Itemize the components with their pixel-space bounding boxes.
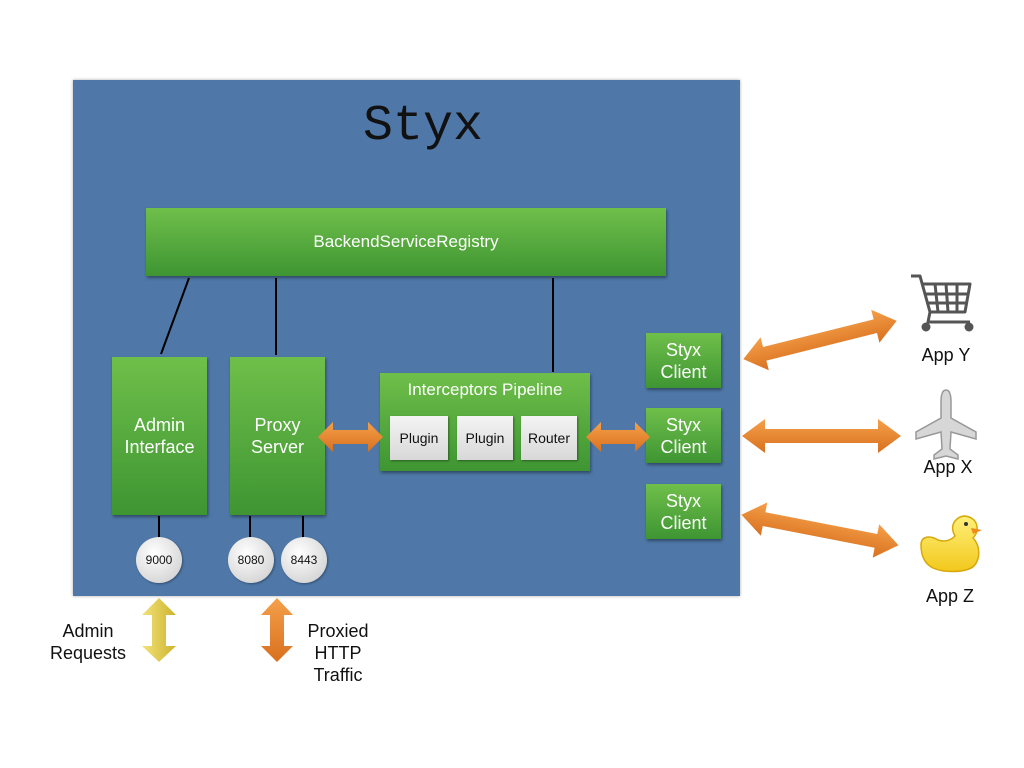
airplane-icon xyxy=(915,389,977,460)
admin-port: 9000 xyxy=(136,537,182,583)
double-arrow xyxy=(742,419,901,453)
admin-requests-line2: Requests xyxy=(49,643,127,663)
shopping-cart-icon xyxy=(911,274,974,332)
diagram-title: Styx xyxy=(362,98,484,155)
backend-service-registry: BackendServiceRegistry xyxy=(146,208,666,276)
admin-interface-line1: Admin xyxy=(133,415,185,435)
proxy-server-line1: Proxy xyxy=(254,415,301,435)
rubber-duck-icon xyxy=(920,515,982,573)
plugin-box: Plugin xyxy=(457,416,513,460)
client-line2: Client xyxy=(660,512,707,533)
plugin-box: Plugin xyxy=(390,416,448,460)
double-arrow xyxy=(743,309,897,371)
app-y-label: App Y xyxy=(921,345,971,365)
app-z-label: App Z xyxy=(925,586,975,606)
admin-interface-line2: Interface xyxy=(124,437,195,457)
proxied-traffic-arrow xyxy=(261,598,293,662)
router-box: Router xyxy=(521,416,577,460)
app-x-label: App X xyxy=(923,457,973,477)
https-port: 8443 xyxy=(281,537,327,583)
client-line1: Styx xyxy=(665,339,701,360)
double-arrow xyxy=(586,422,650,452)
proxied-traffic-line1: Proxied xyxy=(307,621,369,641)
double-arrow xyxy=(741,502,899,558)
double-arrow xyxy=(318,422,383,452)
client-line2: Client xyxy=(660,361,707,382)
client-line1: Styx xyxy=(665,490,701,511)
http-port: 8080 xyxy=(228,537,274,583)
proxied-traffic-line2: HTTP xyxy=(314,643,362,663)
registry-admin-line xyxy=(160,277,190,355)
client-line2: Client xyxy=(660,436,707,457)
admin-requests-line1: Admin xyxy=(62,621,114,641)
proxied-traffic-line3: Traffic xyxy=(313,665,363,685)
client-line1: Styx xyxy=(665,414,701,435)
proxy-server-line2: Server xyxy=(250,437,304,457)
pipeline-title: Interceptors Pipeline xyxy=(407,380,563,399)
admin-requests-arrow xyxy=(142,598,176,662)
